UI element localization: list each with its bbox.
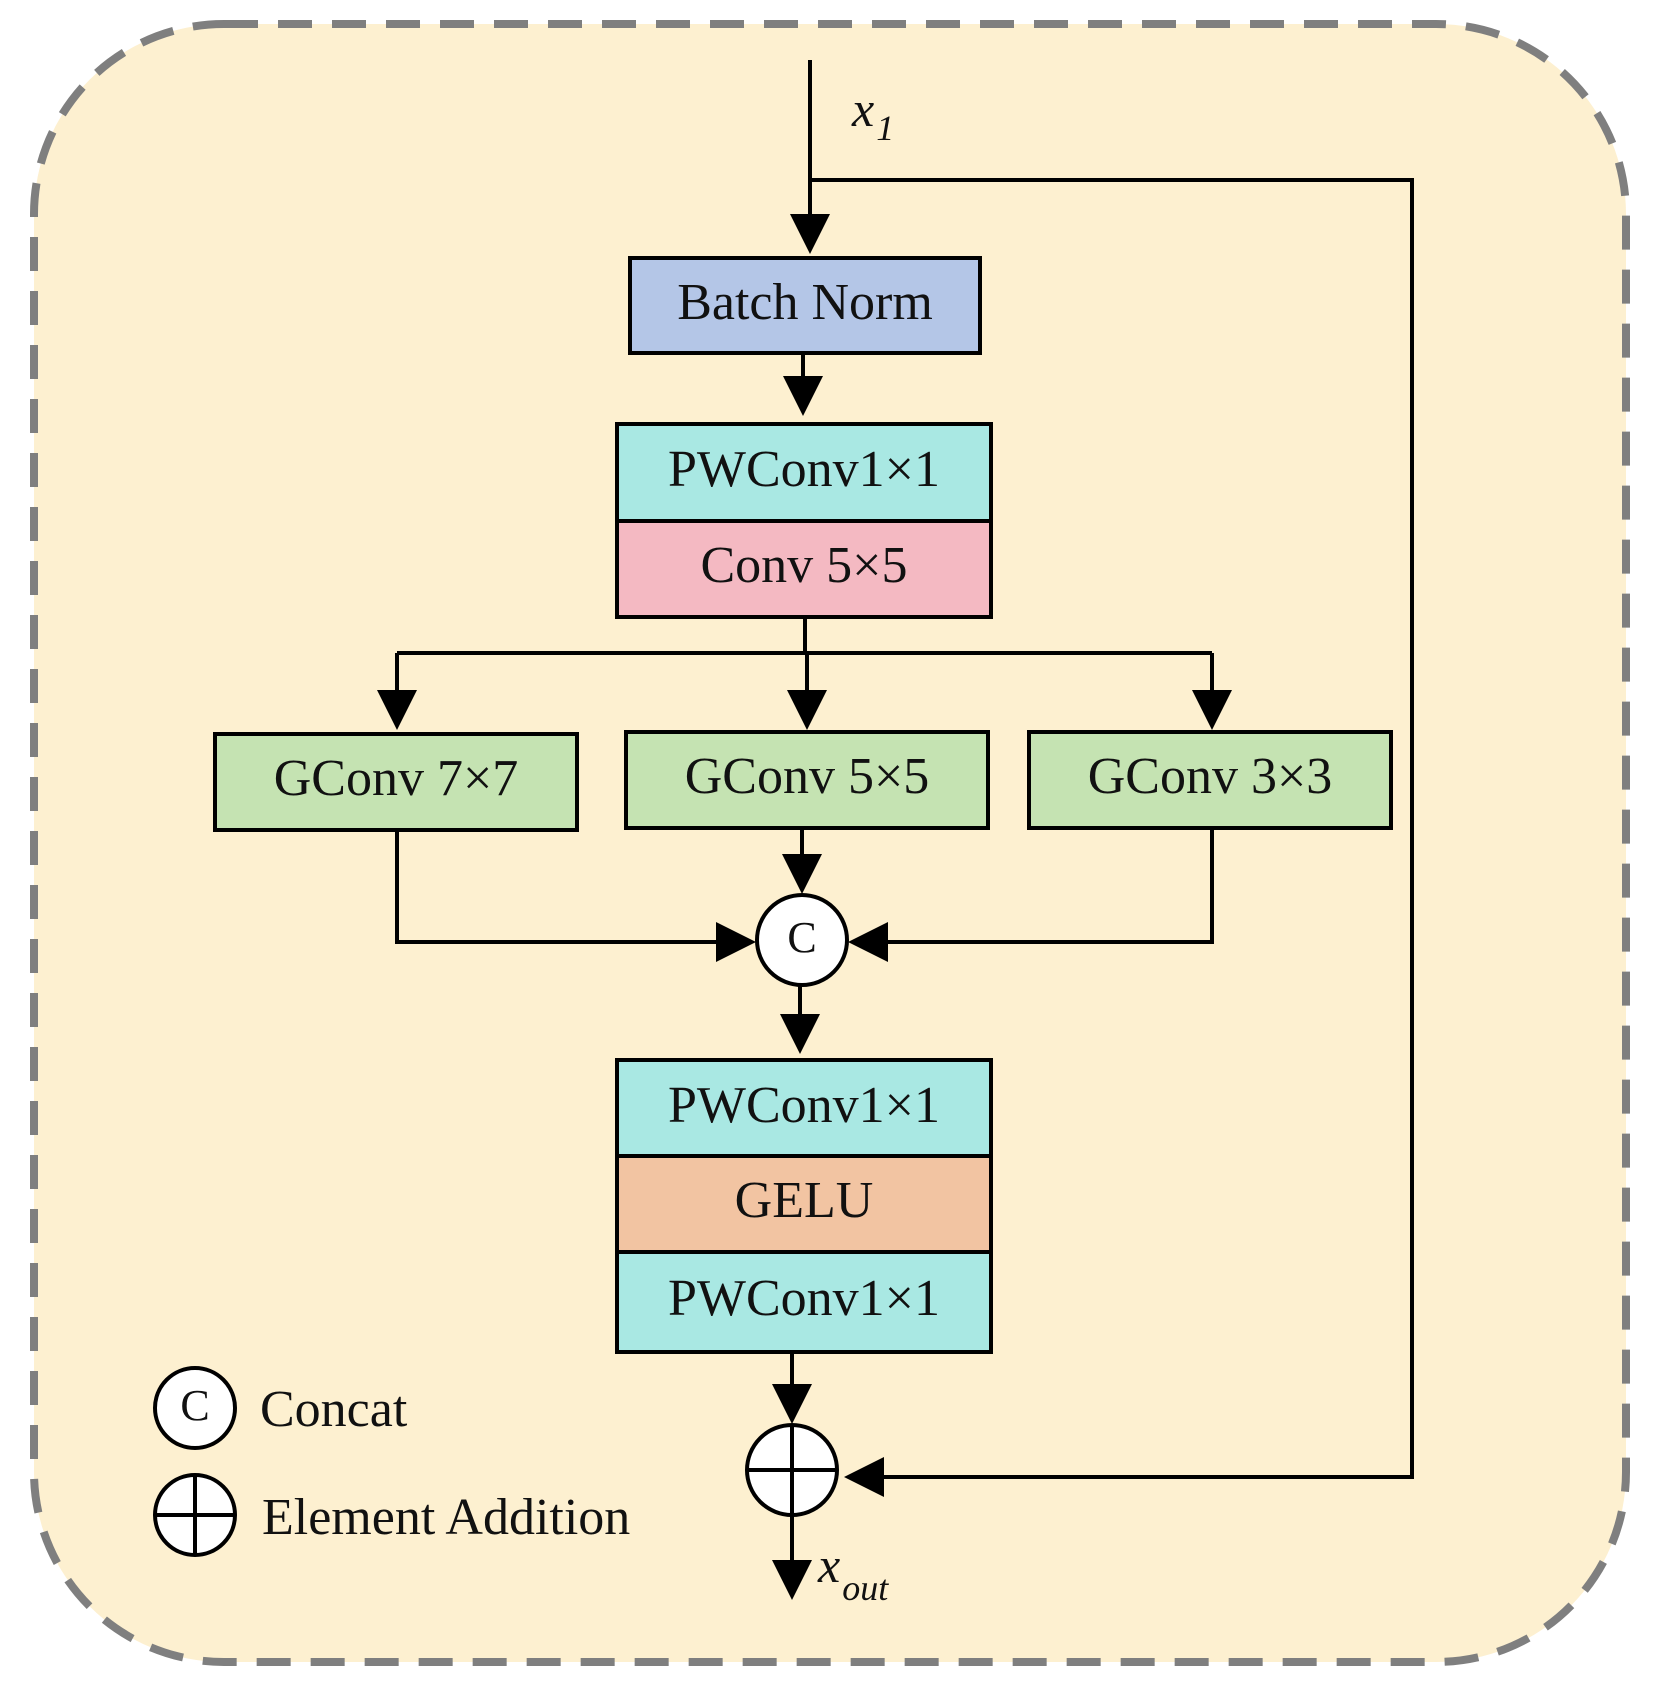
output-subscript: out bbox=[842, 1568, 889, 1608]
edge-gconv7-to-concat bbox=[395, 830, 756, 962]
pwconv-bot-block: PWConv1×1 bbox=[615, 1250, 993, 1354]
legend: C Concat Element Addition bbox=[153, 1366, 630, 1557]
gconv7-label: GConv 7×7 bbox=[274, 750, 519, 807]
svg-text:C: C bbox=[180, 1381, 209, 1430]
conv5-label: Conv 5×5 bbox=[700, 537, 907, 594]
batch-norm-block: Batch Norm bbox=[628, 256, 982, 355]
conv5-block: Conv 5×5 bbox=[615, 519, 993, 619]
gconv3-block: GConv 3×3 bbox=[1027, 730, 1393, 830]
concat-symbol: C bbox=[787, 913, 816, 962]
edge-residual-skip bbox=[810, 178, 1414, 1497]
pwconv-top-block: PWConv1×1 bbox=[615, 422, 993, 523]
addition-node bbox=[745, 1423, 839, 1517]
gconv3-label: GConv 3×3 bbox=[1088, 748, 1333, 805]
pwconv-mid-label: PWConv1×1 bbox=[668, 1077, 940, 1134]
batch-norm-label: Batch Norm bbox=[677, 274, 933, 331]
input-subscript: 1 bbox=[876, 108, 894, 148]
pwconv-top-label: PWConv1×1 bbox=[668, 441, 940, 498]
gconv5-label: GConv 5×5 bbox=[685, 748, 930, 805]
edge-gconv3-to-concat bbox=[848, 828, 1214, 962]
gelu-block: GELU bbox=[615, 1154, 993, 1254]
gconv7-block: GConv 7×7 bbox=[213, 732, 579, 832]
output-label: xout bbox=[817, 1537, 889, 1608]
legend-concat-label: Concat bbox=[260, 1381, 408, 1438]
module-panel bbox=[30, 20, 1630, 1666]
gelu-label: GELU bbox=[735, 1172, 874, 1229]
input-label: x1 bbox=[851, 81, 894, 148]
legend-addition-icon bbox=[153, 1473, 237, 1557]
pwconv-bot-label: PWConv1×1 bbox=[668, 1270, 940, 1327]
concat-node: C bbox=[755, 893, 849, 987]
pwconv-mid-block: PWConv1×1 bbox=[615, 1058, 993, 1158]
gconv5-block: GConv 5×5 bbox=[624, 730, 990, 830]
legend-addition-label: Element Addition bbox=[262, 1489, 630, 1546]
legend-concat-icon: C bbox=[153, 1366, 237, 1450]
